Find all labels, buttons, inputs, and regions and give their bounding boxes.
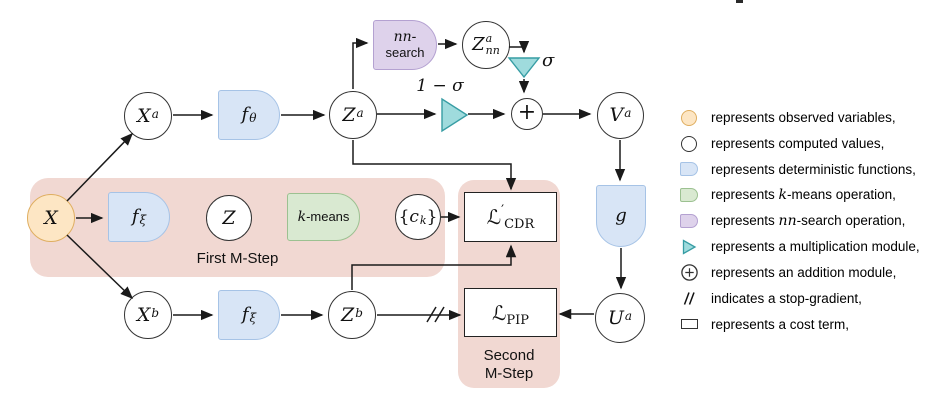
plus-icon: +: [517, 100, 537, 125]
multiplication-triangle-sigma: [507, 57, 541, 79]
cost-cdr-box: ℒ′CDR: [464, 192, 557, 242]
legend-text-multiplication: represents a multiplication module,: [711, 239, 920, 255]
kmeans-block-icon: [680, 188, 698, 203]
second-mstep-label-line1: Second: [483, 347, 535, 364]
legend-text-computed: represents computed values,: [711, 136, 885, 152]
computed-circle-icon: [681, 135, 697, 152]
block-g: g: [596, 185, 646, 247]
legend-row-nnsearch: represents nn-search operation,: [676, 208, 920, 234]
cost-cdr-label: ℒ′CDR: [486, 203, 535, 232]
legend: represents observed variables, represent…: [676, 105, 920, 337]
cost-term-rect-icon: [680, 319, 698, 330]
multiplication-triangle-icon: [682, 239, 696, 255]
one-minus-sigma-label: 1 − σ: [416, 76, 464, 96]
block-k-means: k-means: [287, 193, 360, 241]
legend-text-stop-gradient: indicates a stop-gradient,: [711, 290, 862, 306]
legend-row-cost-term: represents a cost term,: [676, 311, 920, 337]
observed-circle-icon: [681, 109, 697, 126]
legend-text-deterministic: represents deterministic functions,: [711, 161, 916, 177]
arrow-zann-to-sigma-triangle: [509, 40, 530, 54]
node-z-label: Z: [222, 206, 236, 229]
node-x-label: X: [44, 206, 58, 229]
legend-row-computed: represents computed values,: [676, 131, 920, 157]
block-nn-search: nn-search: [373, 20, 437, 70]
legend-text-nnsearch: represents nn-search operation,: [711, 213, 906, 230]
nnsearch-block-icon: [680, 214, 698, 229]
legend-row-addition: represents an addition module,: [676, 260, 920, 286]
legend-text-kmeans: represents k-means operation,: [711, 187, 896, 204]
first-mstep-label: First M-Step: [196, 250, 279, 267]
legend-text-cost-term: represents a cost term,: [711, 316, 850, 332]
stop-gradient-icon: [683, 292, 695, 305]
legend-row-observed: represents observed variables,: [676, 105, 920, 131]
legend-row-stop-gradient: indicates a stop-gradient,: [676, 286, 920, 312]
legend-row-kmeans: represents k-means operation,: [676, 182, 920, 208]
legend-row-deterministic: represents deterministic functions,: [676, 157, 920, 183]
arrow-za-to-nnsearch: [352, 37, 369, 89]
node-z: Z: [206, 195, 252, 241]
block-nn-search-label: nn-search: [385, 29, 425, 60]
addition-circle-icon: [680, 264, 698, 281]
second-mstep-label-line2: M-Step: [484, 365, 534, 383]
multiplication-triangle-oneminus-sigma: [441, 97, 469, 133]
block-k-means-label: k-means: [297, 208, 350, 225]
addition-module: +: [511, 98, 543, 130]
stop-gradient-slash-1: [426, 306, 437, 323]
legend-text-addition: represents an addition module,: [711, 265, 897, 281]
crop-artifact: [736, 0, 743, 3]
legend-text-observed: represents observed variables,: [711, 110, 896, 126]
deterministic-block-icon: [680, 162, 698, 177]
sigma-label: σ: [542, 50, 555, 71]
node-x: X: [27, 194, 75, 242]
legend-row-multiplication: represents a multiplication module,: [676, 234, 920, 260]
second-mstep-label: Second M-Step: [458, 347, 560, 384]
stop-gradient-slash-2: [434, 306, 445, 323]
block-g-label: g: [615, 205, 627, 226]
